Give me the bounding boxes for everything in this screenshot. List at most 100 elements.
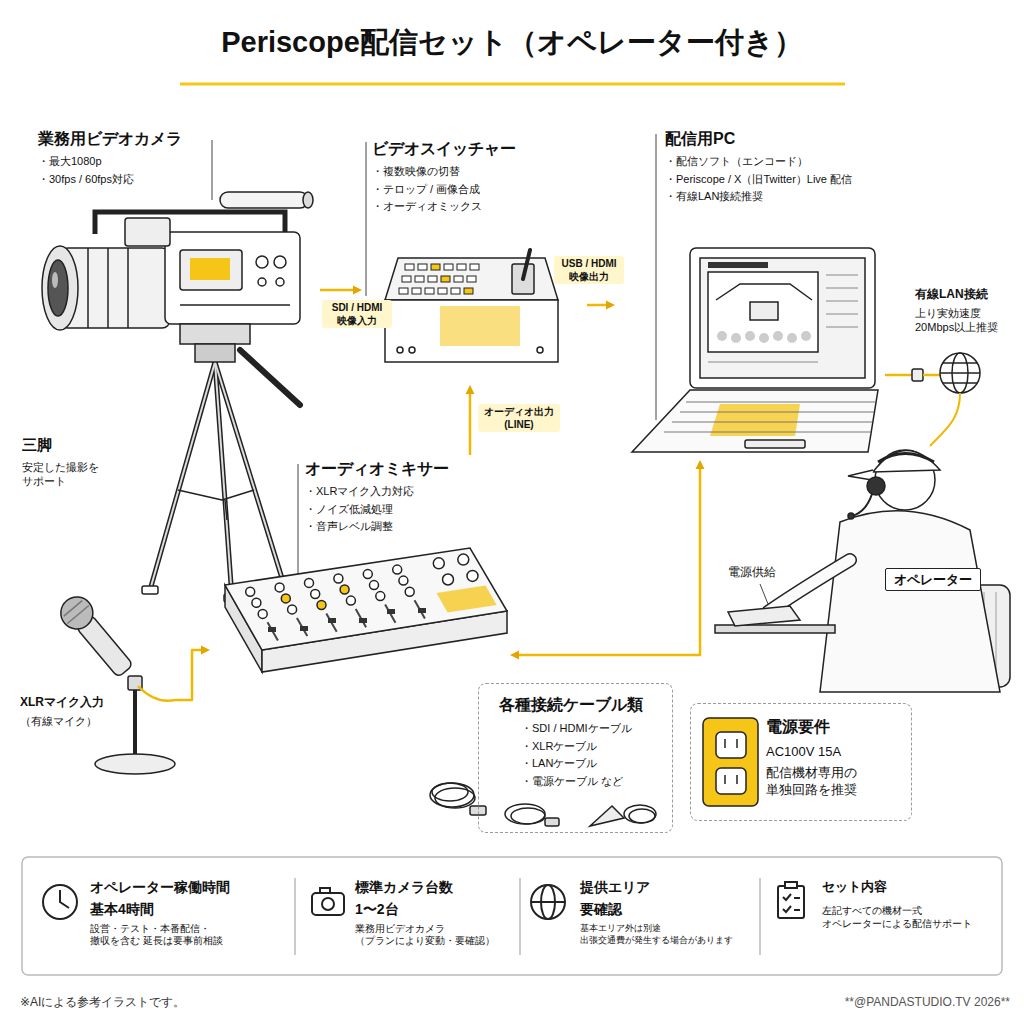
laptop (672, 422, 872, 423)
text-group: 各種接続ケーブル類・SDI / HDMIケーブル・XLRケーブル・LANケーブル… (499, 694, 643, 788)
video-camera (107, 248, 109, 328)
title-underline (180, 84, 845, 85)
bullet: ・電源ケーブル など (521, 774, 643, 789)
arrow-head (510, 651, 519, 660)
audio-mixer (305, 578, 314, 587)
camera-group: 業務用ビデオカメラ・最大1080p・30fps / 60fps対応 (30, 125, 320, 350)
operator (848, 470, 873, 480)
leader-line (760, 584, 768, 604)
video-switcher (428, 276, 437, 282)
info-icon (794, 898, 800, 910)
heading: 標準カメラ台数 (355, 878, 495, 896)
audio-mixer (225, 548, 507, 650)
text-group: 有線LAN接続上り実効速度 20Mbps以上推奨 (915, 287, 1005, 335)
power-outlet (736, 739, 738, 748)
bullet: ・LANケーブル (521, 756, 643, 771)
video-camera (180, 304, 290, 306)
video-camera (220, 192, 308, 208)
info-icon (320, 888, 330, 893)
audio-mixer (359, 618, 367, 623)
mixer-group: オーディオミキサー・XLRマイク入力対応・ノイズ低減処理・音声レベル調整 (210, 455, 510, 690)
arrow-head (696, 460, 705, 469)
leader-line (298, 464, 299, 588)
video-camera (127, 248, 129, 328)
laptop (717, 331, 811, 343)
arrow-head (353, 286, 362, 295)
operator (715, 450, 1010, 692)
video-switcher (385, 250, 558, 362)
video-camera (180, 250, 242, 290)
microphone (67, 606, 88, 624)
network (940, 372, 980, 374)
info-cell: オペレーター稼働時間基本4時間設営・テスト・本番配信・撤収を含む 延長は要事前相… (90, 870, 285, 965)
laptop (708, 275, 858, 362)
tripod (215, 362, 285, 588)
note: ※AIによる参考イラストです。 (20, 995, 185, 1011)
text-group: セット内容左記すべての機材一式 オペレーターによる配信サポート (822, 878, 972, 930)
microphone (95, 754, 175, 774)
laptop (731, 333, 741, 343)
video-camera (125, 218, 170, 246)
audio-mixer (385, 605, 395, 623)
laptop (826, 301, 858, 302)
power-outlet (724, 739, 726, 748)
audio-mixer (268, 627, 276, 632)
bullet: ・テロップ / 画像合成 (372, 182, 516, 197)
info-icon (322, 898, 334, 910)
audio-mixer (393, 565, 402, 574)
audio-mixer (297, 618, 307, 636)
heading: 業務用ビデオカメラ (38, 128, 182, 149)
power-outlet (716, 768, 746, 794)
laptop (745, 331, 755, 341)
text-group: XLRマイク入力（有線マイク） (20, 695, 104, 728)
bullet: ・最大1080p (38, 154, 182, 169)
audio-mixer (356, 609, 366, 627)
laptop (716, 284, 812, 300)
text-group: 業務用ビデオカメラ・最大1080p・30fps / 60fps対応 (38, 128, 182, 186)
laptop (787, 333, 797, 343)
bullet: ・音声レベル調整 (305, 519, 449, 534)
info-icon (783, 894, 791, 912)
audio-mixer (328, 618, 336, 623)
video-switcher (523, 250, 530, 279)
body-text: 要確認 (580, 900, 740, 918)
operator-figure: オペレーター (715, 430, 1020, 695)
heading: セット内容 (822, 878, 972, 895)
cable-drawing (430, 783, 656, 826)
bullet: ・有線LAN接続推奨 (665, 189, 852, 204)
bullet: ・ノイズ低減処理 (305, 502, 449, 517)
power-outlet (703, 718, 758, 806)
connector (885, 375, 905, 376)
tripod (142, 362, 294, 602)
connector (320, 286, 362, 295)
tripod (150, 362, 215, 590)
connector-line (469, 392, 472, 455)
arrow-head (606, 301, 615, 310)
info-icon (531, 901, 565, 903)
video-switcher (385, 300, 558, 362)
operator (867, 477, 885, 495)
audio-mixer (246, 554, 478, 618)
audio-mixer (268, 600, 425, 640)
laptop (826, 314, 858, 315)
bullet: ・Periscope / X（旧Twitter）Live 配信 (665, 172, 852, 187)
audio-mixer (346, 596, 355, 605)
connector-line (517, 467, 700, 655)
body-text: 1〜2台 (355, 900, 495, 918)
audio-mixer (317, 601, 326, 610)
tripod (215, 362, 232, 598)
edge-label: SDI / HDMI 映像入力 (322, 300, 392, 328)
operator (728, 606, 800, 626)
network (923, 374, 940, 377)
info-icon (785, 882, 797, 888)
connector-line (175, 650, 203, 700)
info-band (294, 878, 296, 955)
tripod (142, 586, 158, 594)
heading: 電源要件 (766, 716, 864, 737)
video-switcher (441, 276, 450, 282)
video-switcher (537, 347, 543, 353)
audio-mixer (443, 574, 454, 585)
text-group: 標準カメラ台数1〜2台業務用ビデオカメラ （プランにより変動・要確認） (355, 878, 495, 948)
video-switcher (444, 264, 453, 270)
info-band (519, 878, 521, 955)
